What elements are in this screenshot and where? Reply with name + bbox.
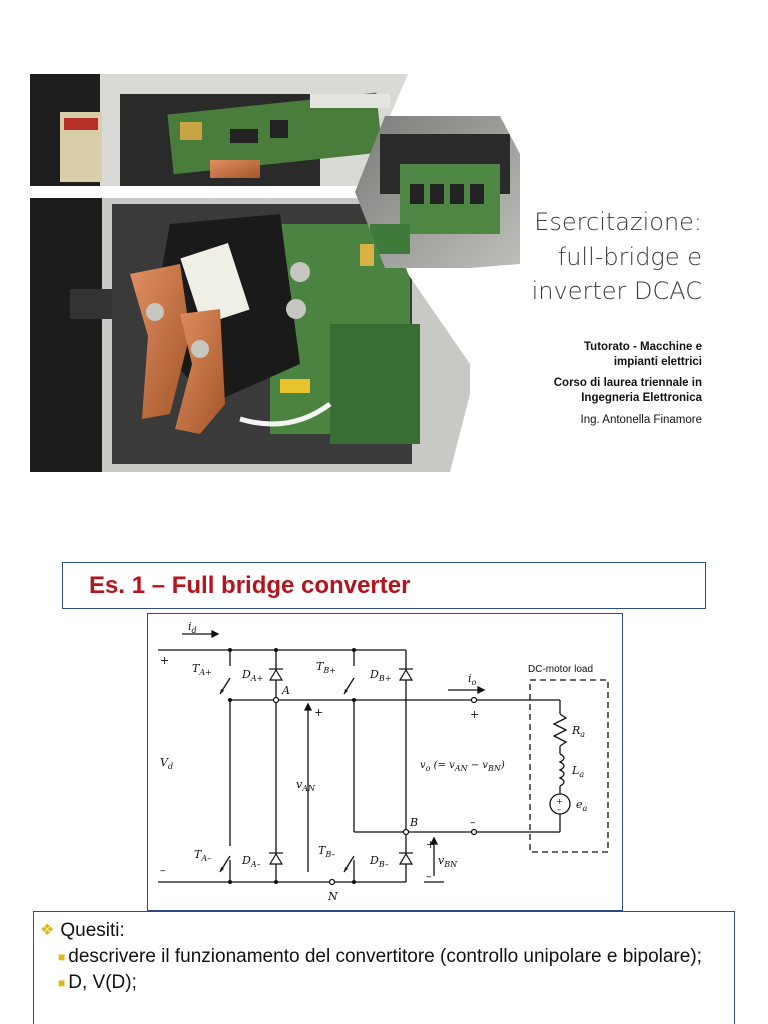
label-vo-expression: vo (= vAN − vBN) — [420, 760, 505, 773]
question-item-2: ■D, V(D); — [40, 970, 726, 996]
questions-heading: ❖ Quesiti: — [40, 918, 726, 944]
square-bullet-icon: ■ — [58, 949, 66, 964]
label-ea-minus: – — [557, 805, 561, 814]
label-minus-bottom: – — [160, 864, 166, 877]
label-ta-minus: TA– — [194, 848, 211, 863]
question-item-2-paren: (D); — [105, 972, 137, 994]
photo-panel-main — [30, 198, 470, 472]
presentation-title: Esercitazione: full-bridge e inverter DC… — [532, 205, 702, 309]
label-node-b: B — [409, 816, 418, 829]
title-line-2: full-bridge e — [557, 242, 702, 271]
photo-panel-right — [355, 116, 520, 268]
course-name: Tutorato - Macchine e impianti elettrici — [554, 340, 702, 369]
degree-name: Corso di laurea triennale in Ingegneria … — [554, 376, 702, 405]
label-dc-motor-load: DC-motor load — [528, 664, 593, 675]
inverter-hardware-photo — [30, 74, 520, 472]
label-da-plus: DA+ — [241, 668, 263, 683]
title-line-1: Esercitazione: — [534, 208, 702, 236]
label-vbn-minus: – — [426, 870, 432, 883]
label-ea-plus: + — [556, 797, 563, 806]
diamond-bullet-icon: ❖ — [40, 922, 55, 940]
label-vd: Vd — [160, 756, 173, 771]
photo-panel-top — [30, 74, 408, 186]
questions-heading-text: Quesiti: — [60, 920, 125, 941]
label-vo-minus: – — [470, 816, 476, 829]
exercise-title: Es. 1 – Full bridge converter — [89, 572, 411, 599]
title-slide: Esercitazione: full-bridge e inverter DC… — [0, 0, 768, 510]
circuit-diagram: id + Vd – TA+ DA+ TB+ DB+ TA– DA– TB– DB… — [158, 620, 609, 903]
degree-line-1: Corso di laurea triennale in — [553, 377, 702, 390]
full-bridge-circuit: id + Vd – TA+ DA+ TB+ DB+ TA– DA– TB– DB… — [147, 613, 623, 911]
course-line-1: Tutorato - Macchine e — [584, 341, 702, 353]
label-da-minus: DA– — [241, 854, 261, 869]
inverter-photo-collage — [30, 74, 520, 472]
label-tb-plus: TB+ — [316, 660, 336, 675]
square-bullet-icon: ■ — [58, 976, 66, 991]
label-id: id — [188, 620, 197, 635]
degree-line-2: Ingegneria Elettronica — [581, 392, 702, 405]
label-node-n: N — [327, 890, 338, 903]
label-io: io — [468, 672, 477, 687]
label-vo-plus: + — [470, 708, 479, 721]
label-db-minus: DB– — [369, 854, 389, 869]
exercise-header: Es. 1 – Full bridge converter — [62, 562, 706, 609]
question-item-1: ■descrivere il funzionamento del convert… — [40, 944, 726, 970]
title-line-3: inverter DCAC — [531, 277, 702, 306]
questions-box: ❖ Quesiti: ■descrivere il funzionamento … — [33, 911, 735, 1024]
label-ta-plus: TA+ — [192, 662, 212, 677]
label-ea: ea — [576, 798, 588, 813]
label-van: vAN — [296, 778, 316, 793]
label-vbn-plus: + — [426, 838, 435, 851]
author-name: Ing. Antonella Finamore — [580, 413, 702, 426]
course-line-2: impianti elettrici — [613, 355, 702, 368]
label-ra: Ra — [571, 724, 585, 739]
question-item-2-text: D, V — [68, 972, 106, 994]
label-db-plus: DB+ — [369, 668, 391, 683]
label-van-plus: + — [314, 706, 323, 719]
label-vbn: vBN — [438, 854, 458, 869]
label-tb-minus: TB– — [318, 844, 335, 859]
label-la: La — [571, 764, 584, 779]
exercise-slide: Es. 1 – Full bridge converter — [0, 540, 768, 1024]
question-item-1-text: descrivere il funzionamento del converti… — [68, 946, 702, 968]
presentation-credits: Tutorato - Macchine e impianti elettrici… — [554, 340, 702, 435]
label-node-a: A — [281, 684, 290, 697]
label-plus-top: + — [160, 654, 169, 667]
